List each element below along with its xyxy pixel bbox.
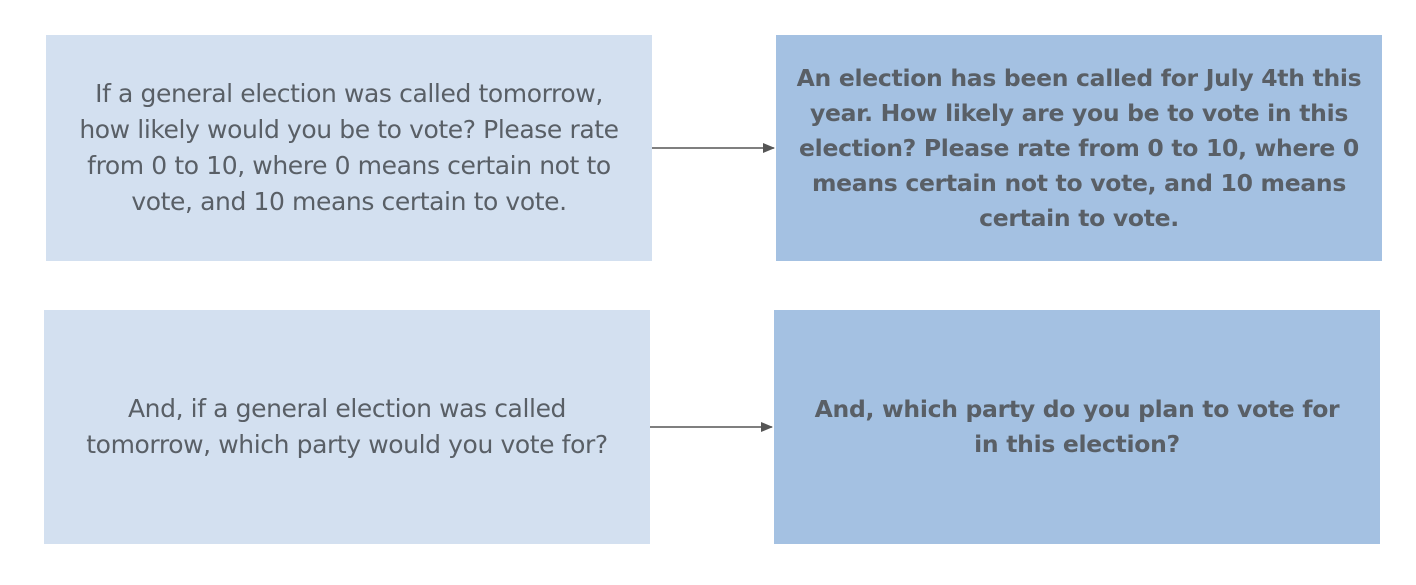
new-vote-likelihood-question-text: An election has been called for July 4th…	[796, 63, 1362, 232]
old-vote-likelihood-question-text: If a general election was called tomorro…	[79, 79, 619, 216]
old-vote-likelihood-question-box: If a general election was called tomorro…	[46, 35, 652, 261]
new-party-choice-question-box: And, which party do you plan to vote for…	[774, 310, 1380, 544]
new-vote-likelihood-question-box: An election has been called for July 4th…	[776, 35, 1382, 261]
new-party-choice-question-text: And, which party do you plan to vote for…	[814, 395, 1340, 458]
old-party-choice-question-box: And, if a general election was called to…	[44, 310, 650, 544]
old-party-choice-question-text: And, if a general election was called to…	[86, 394, 608, 459]
